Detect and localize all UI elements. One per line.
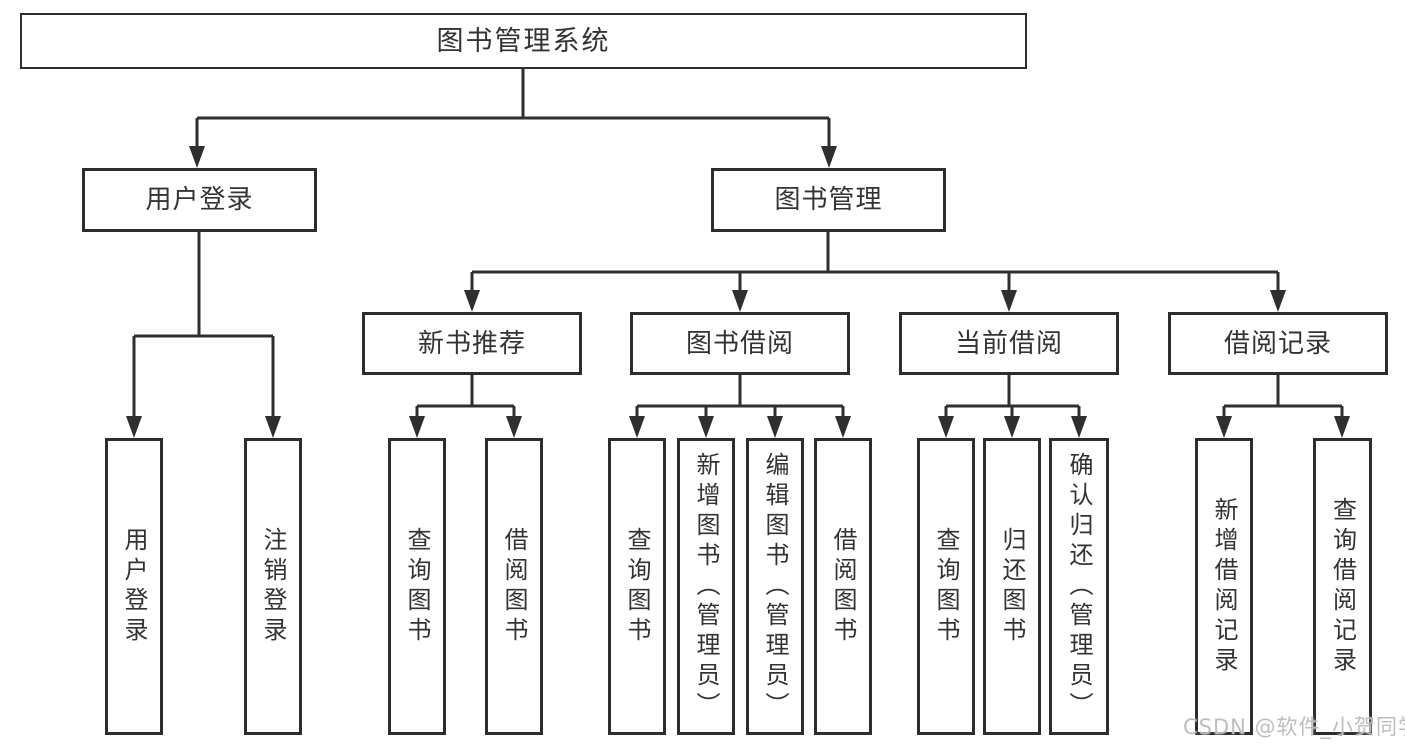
arrow-icon	[189, 146, 205, 168]
node-label: 注销登录	[259, 526, 287, 647]
connector-newbook-to-leaves	[415, 375, 516, 430]
connector-root-to-level1	[195, 69, 831, 160]
node-user-login: 用户登录	[82, 168, 317, 232]
node-leaf-return-books: 归还图书	[983, 438, 1041, 735]
node-label: 借阅图书	[829, 526, 857, 647]
arrow-icon	[1001, 290, 1017, 312]
arrow-icon	[265, 416, 281, 438]
node-label: 归还图书	[998, 526, 1026, 647]
arrow-icon	[629, 416, 645, 438]
node-label: 当前借阅	[954, 328, 1063, 359]
node-label: 查询图书	[623, 526, 651, 647]
node-label: 查询借阅记录	[1328, 496, 1357, 677]
arrow-icon	[1071, 416, 1087, 438]
node-borrowing-records: 借阅记录	[1168, 312, 1388, 375]
node-book-management: 图书管理	[711, 168, 946, 232]
connector-userlogin-to-leaves	[132, 232, 275, 430]
csdn-watermark: CSDN @软件_小贺同学	[1183, 715, 1405, 739]
node-label: 新增借阅记录	[1210, 496, 1238, 677]
arrow-icon	[1004, 416, 1020, 438]
node-label: 借阅记录	[1223, 328, 1332, 359]
node-label: 新书推荐	[417, 328, 526, 359]
node-leaf-query-books-3: 查询图书	[917, 438, 975, 735]
node-leaf-edit-books-admin: 编辑图书（管理员）	[746, 438, 804, 735]
node-leaf-query-books-2: 查询图书	[608, 438, 666, 735]
connector-bookmgmt-to-level2	[470, 232, 1280, 305]
arrow-icon	[938, 416, 954, 438]
arrow-icon	[732, 290, 748, 312]
node-leaf-borrow-books-1: 借阅图书	[485, 438, 543, 735]
node-label: 图书管理系统	[436, 25, 611, 57]
node-label: 借阅图书	[500, 526, 528, 647]
arrow-icon	[409, 416, 425, 438]
node-label: 图书管理	[774, 185, 883, 215]
arrow-icon	[506, 416, 522, 438]
node-leaf-add-borrow-record: 新增借阅记录	[1195, 438, 1253, 735]
arrow-icon	[835, 416, 851, 438]
connector-borrowing-to-leaves	[635, 375, 845, 430]
node-leaf-query-books-1: 查询图书	[388, 438, 446, 735]
node-label: 新增图书（管理员）	[692, 451, 720, 722]
node-label: 编辑图书（管理员）	[761, 451, 789, 722]
node-label: 图书借阅	[685, 328, 794, 359]
arrowheads	[126, 146, 1350, 438]
node-new-book-recommendation: 新书推荐	[362, 312, 582, 375]
node-leaf-add-books-admin: 新增图书（管理员）	[677, 438, 735, 735]
node-book-borrowing: 图书借阅	[630, 312, 850, 375]
node-label: 用户登录	[120, 526, 148, 647]
arrow-icon	[767, 416, 783, 438]
node-label: 用户登录	[145, 185, 254, 215]
node-leaf-user-login: 用户登录	[105, 438, 163, 735]
node-leaf-confirm-return-admin: 确认归还（管理员）	[1049, 438, 1109, 735]
arrow-icon	[698, 416, 714, 438]
arrow-icon	[1334, 416, 1350, 438]
node-leaf-query-borrow-record: 查询借阅记录	[1313, 438, 1372, 735]
arrow-icon	[126, 416, 142, 438]
node-label: 确认归还（管理员）	[1065, 451, 1093, 722]
node-label: 查询图书	[403, 526, 431, 647]
arrow-icon	[1216, 416, 1232, 438]
node-leaf-borrow-books-2: 借阅图书	[814, 438, 872, 735]
node-label: 查询图书	[932, 526, 960, 647]
node-leaf-logout: 注销登录	[244, 438, 302, 735]
node-current-borrowing: 当前借阅	[899, 312, 1119, 375]
connector-records-to-leaves	[1222, 375, 1344, 430]
arrow-icon	[821, 146, 837, 168]
node-library-management-system: 图书管理系统	[20, 13, 1027, 69]
arrow-icon	[464, 290, 480, 312]
arrow-icon	[1270, 290, 1286, 312]
